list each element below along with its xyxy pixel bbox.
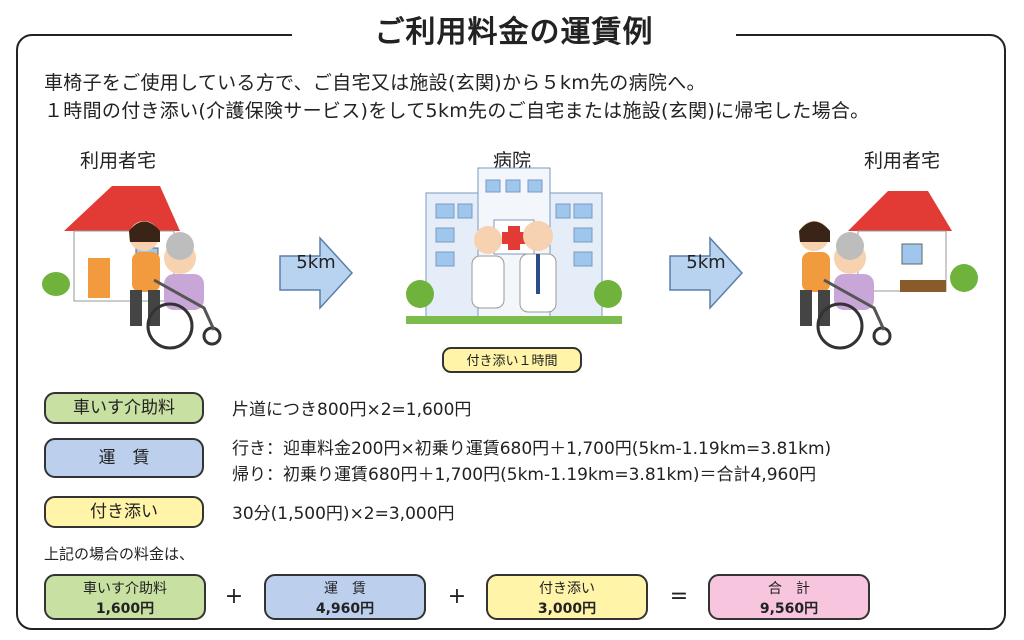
- home-left-label: 利用者宅: [79, 150, 156, 172]
- distance-label-right: 5km: [686, 252, 726, 273]
- fee-label-wheelchair: 車いす介助料: [44, 392, 204, 424]
- home-right-label: 利用者宅: [863, 150, 940, 172]
- summary-fare-box: 運 賃 4,960円: [264, 574, 426, 620]
- summary-total-label: 合 計: [768, 581, 810, 597]
- fee-label-fare: 運 賃: [44, 438, 204, 478]
- distance-label-left: 5km: [296, 252, 336, 273]
- plus-operator-1: +: [224, 584, 244, 609]
- home-with-wheelchair-illustration: [42, 186, 222, 350]
- hospital-label: 病院: [492, 150, 531, 172]
- summary-wheelchair-box: 車いす介助料 1,600円: [44, 574, 206, 620]
- summary-escort-box: 付き添い 3,000円: [486, 574, 648, 620]
- summary-total-box: 合 計 9,560円: [708, 574, 870, 620]
- summary-fare-value: 4,960円: [315, 601, 375, 617]
- arrow-right-icon-left: [279, 236, 354, 310]
- summary-wheelchair-value: 1,600円: [95, 601, 155, 617]
- fee-desc-wheelchair: 片道につき800円×2=1,600円: [232, 400, 472, 420]
- escort-duration-badge: 付き添い１時間: [442, 347, 582, 373]
- plus-operator-2: +: [447, 584, 467, 609]
- summary-fare-label: 運 賃: [324, 581, 366, 597]
- equals-operator: =: [669, 584, 689, 609]
- fee-label-escort: 付き添い: [44, 496, 204, 528]
- intro-line-2: １時間の付き添い(介護保険サービス)をして5km先のご自宅または施設(玄関)に帰…: [44, 100, 870, 122]
- fee-desc-fare-go: 行き：迎車料金200円×初乗り運賃680円＋1,700円(5km-1.19km=…: [232, 439, 832, 459]
- summary-escort-value: 3,000円: [537, 601, 597, 617]
- intro-line-1: 車椅子をご使用している方で、ご自宅又は施設(玄関)から５km先の病院へ。: [44, 72, 706, 94]
- page-title: ご利用料金の運賃例: [292, 10, 736, 56]
- fee-desc-escort: 30分(1,500円)×2=3,000円: [232, 504, 455, 524]
- summary-wheelchair-label: 車いす介助料: [83, 581, 167, 597]
- home-with-wheelchair-illustration-right: [799, 191, 978, 350]
- summary-intro: 上記の場合の料金は、: [44, 545, 195, 563]
- arrow-right-icon-right: [669, 236, 744, 310]
- fee-desc-fare-back: 帰り：初乗り運賃680円＋1,700円(5km-1.19km=3.81km)＝合…: [232, 465, 817, 485]
- hospital-illustration: [406, 167, 622, 324]
- summary-total-value: 9,560円: [759, 601, 819, 617]
- summary-escort-label: 付き添い: [539, 581, 595, 597]
